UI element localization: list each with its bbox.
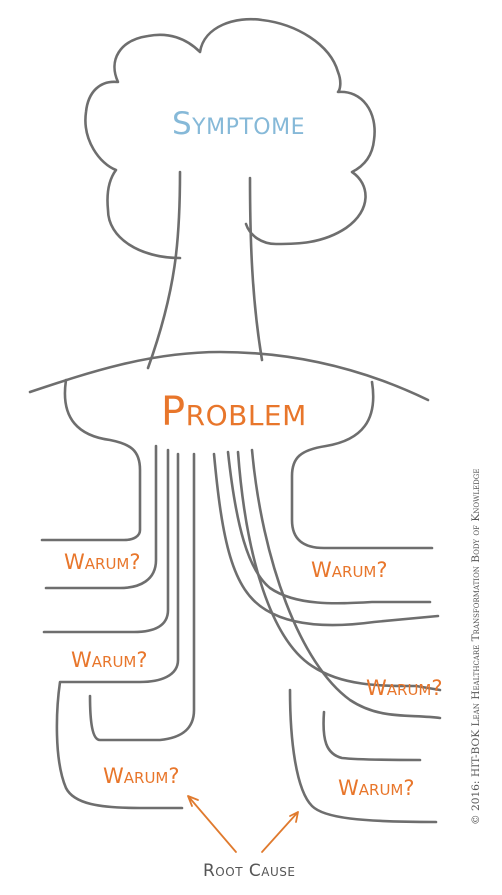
- problem-top-edge: [28, 350, 430, 402]
- root-line-right-3: [236, 450, 442, 692]
- root-line-right-1: [212, 452, 440, 627]
- root-line-left-1: [44, 444, 158, 590]
- copyright-notice: © 2016: HIT-BOK Lean Healthcare Transfor…: [470, 468, 482, 825]
- root-line-right-5: [288, 688, 438, 824]
- warum-label-left-2: Warum?: [71, 648, 148, 672]
- root-line-left-4: [88, 452, 196, 742]
- root-line-right-6: [322, 710, 422, 762]
- problem-label: Problem: [161, 389, 307, 435]
- trunk-left: [146, 170, 182, 370]
- arrow-right-up: [261, 811, 299, 853]
- warum-label-right-3: Warum?: [338, 776, 415, 800]
- trunk-right: [248, 176, 264, 362]
- problem-right-side: [290, 380, 434, 550]
- warum-label-left-3: Warum?: [103, 764, 180, 788]
- arrow-left-up: [187, 795, 237, 853]
- symptome-label: Symptome: [172, 106, 306, 142]
- root-line-right-4: [250, 448, 442, 720]
- warum-label-left-1: Warum?: [64, 550, 141, 574]
- problem-left-side: [40, 378, 142, 542]
- root-line-left-3: [55, 452, 184, 810]
- root-line-right-2: [226, 450, 432, 605]
- root-cause-label: Root Cause: [203, 861, 296, 881]
- symptom-cloud-outline: [84, 17, 376, 260]
- warum-label-right-1: Warum?: [311, 558, 388, 582]
- warum-label-right-2: Warum?: [366, 676, 443, 700]
- root-line-left-2: [42, 448, 170, 634]
